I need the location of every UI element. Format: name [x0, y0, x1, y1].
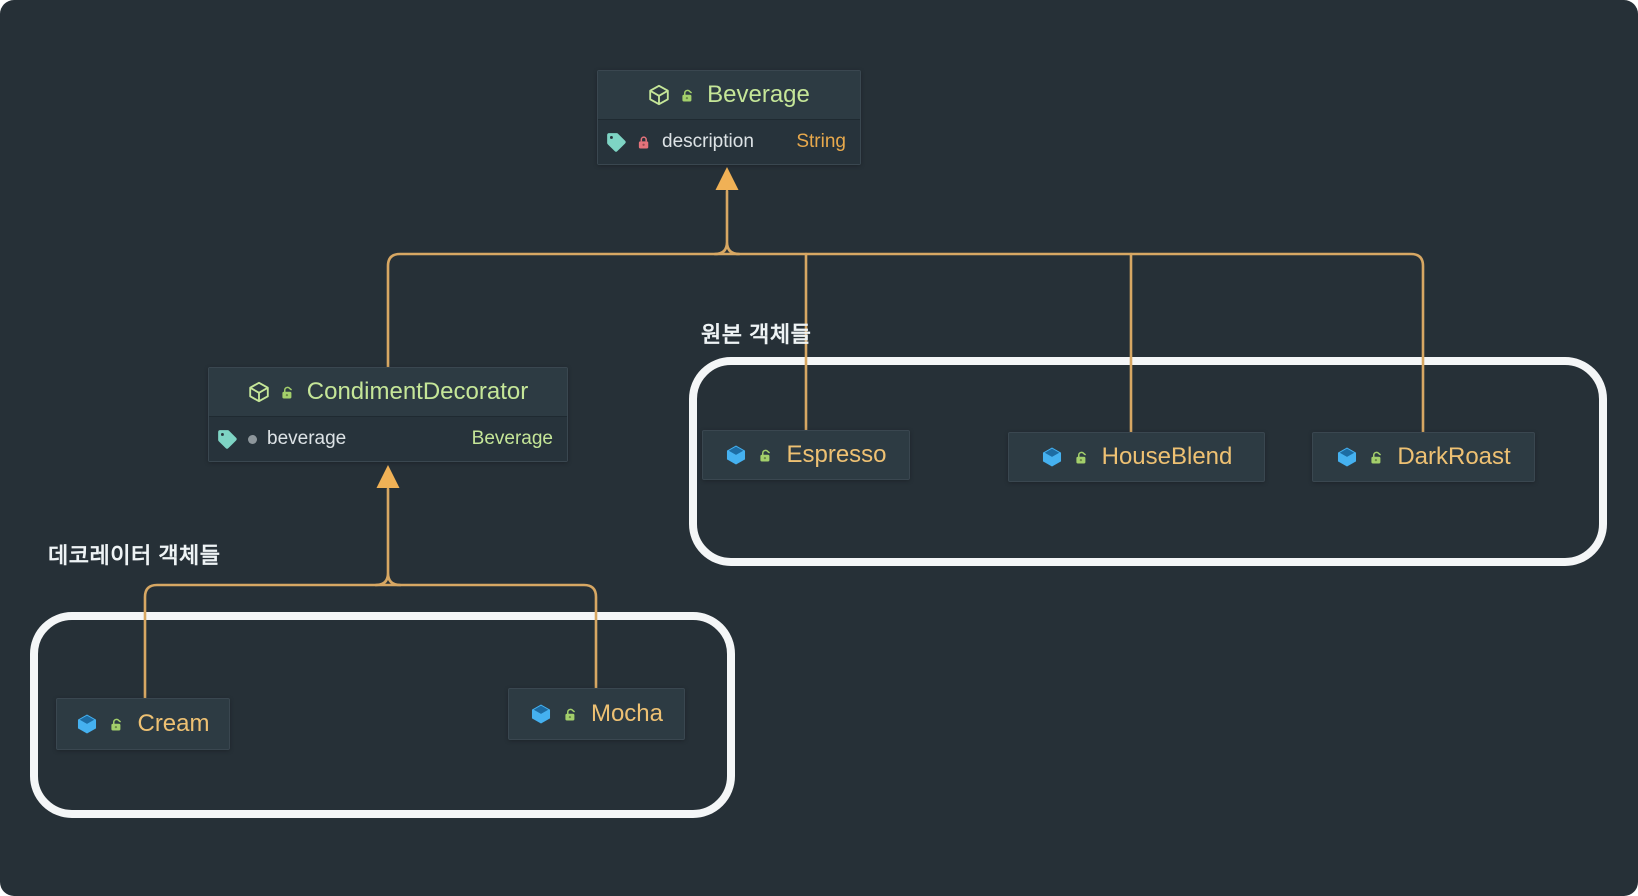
tag-icon	[217, 429, 238, 450]
cube-outline-icon	[248, 381, 270, 403]
cube-filled-icon	[530, 703, 552, 725]
class-name: Mocha	[590, 700, 664, 727]
field-name: beverage	[267, 428, 347, 449]
cube-outline-icon	[648, 84, 670, 106]
class-box-houseblend[interactable]: HouseBlend	[1008, 432, 1265, 482]
tag-icon	[606, 132, 627, 153]
class-name: CondimentDecorator	[306, 378, 529, 405]
field-type: Beverage	[471, 428, 553, 449]
class-box-mocha[interactable]: Mocha	[508, 688, 685, 740]
class-name: HouseBlend	[1101, 443, 1233, 470]
lock-open-icon	[681, 88, 696, 103]
edge-upper-riser	[713, 189, 741, 256]
group-label-originals: 원본 객체들	[701, 322, 812, 347]
lock-open-icon	[564, 707, 579, 722]
class-header: CondimentDecorator	[209, 368, 567, 416]
lock-open-icon	[281, 385, 296, 400]
class-header: Beverage	[598, 71, 860, 119]
lock-open-icon	[759, 448, 774, 463]
lock-open-icon	[1370, 450, 1385, 465]
class-box-condimentdecorator[interactable]: CondimentDecorator beverage Beverage	[208, 367, 568, 462]
class-name: Beverage	[707, 81, 810, 108]
field-type: String	[796, 131, 846, 152]
cube-filled-icon	[1336, 446, 1358, 468]
field-row: beverage Beverage	[209, 416, 567, 461]
cube-filled-icon	[76, 713, 98, 735]
arrow-to-condimentdecorator	[376, 465, 400, 488]
lock-open-icon	[110, 717, 125, 732]
cube-filled-icon	[725, 444, 747, 466]
class-name: DarkRoast	[1397, 443, 1511, 470]
arrow-to-beverage	[715, 167, 739, 190]
class-box-cream[interactable]: Cream	[56, 698, 230, 750]
group-label-decorators: 데코레이터 객체들	[48, 543, 221, 568]
class-name: Espresso	[786, 441, 887, 468]
class-box-darkroast[interactable]: DarkRoast	[1312, 432, 1535, 482]
class-name: Cream	[137, 710, 210, 737]
class-box-beverage[interactable]: Beverage description String	[597, 70, 861, 165]
lock-open-icon	[1075, 450, 1090, 465]
field-name: description	[662, 131, 754, 152]
lock-closed-icon	[637, 135, 652, 150]
edge-lower-riser	[374, 487, 402, 587]
cube-filled-icon	[1041, 446, 1063, 468]
package-visibility-dot-icon	[248, 434, 257, 444]
class-box-espresso[interactable]: Espresso	[702, 430, 910, 480]
field-row: description String	[598, 119, 860, 164]
